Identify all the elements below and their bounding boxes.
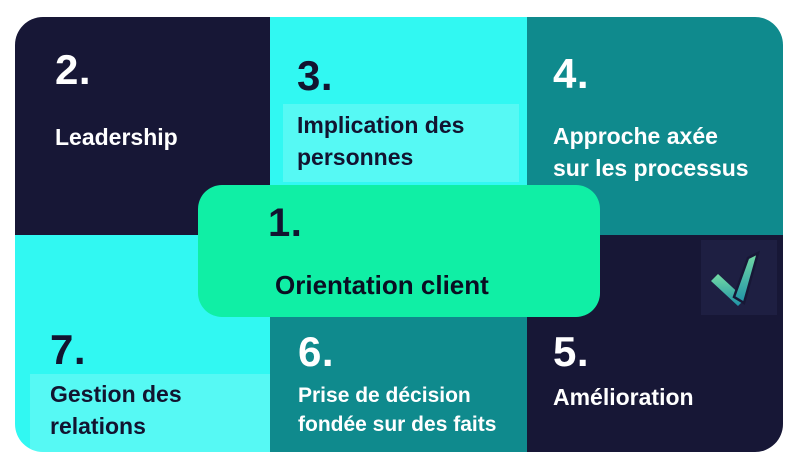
principle-number-6: 6. [298, 328, 335, 375]
principle-number-5: 5. [553, 328, 590, 375]
check-logo-icon [711, 250, 760, 306]
label-highlight-band: Implication des personnes [283, 104, 519, 183]
principle-label-approche: Approche axée sur les processus [553, 123, 749, 182]
check-long-arm [732, 250, 760, 305]
check-logo-panel [701, 240, 777, 315]
principle-label-gestion: Gestion des relations [50, 381, 182, 440]
principle-number-1: 1. [268, 201, 303, 245]
principle-label-orientation-client: Orientation client [275, 270, 489, 300]
card-orientation-client: 1. Orientation client [198, 185, 600, 317]
principle-number-2: 2. [55, 46, 92, 93]
principle-number-3: 3. [297, 52, 334, 99]
cell-approche-processus: 4. Approche axée sur les processus [527, 17, 783, 235]
principle-label-leadership: Leadership [55, 124, 178, 150]
cell-leadership: 2. Leadership [15, 17, 270, 235]
principle-label-prise-decision: Prise de décision fondée sur des faits [298, 384, 497, 437]
cell-gestion-relations: 7. Gestion des relations [15, 235, 270, 452]
principle-number-7: 7. [50, 326, 87, 373]
principles-board: 2. Leadership 3. Implication des personn… [15, 17, 783, 452]
principle-number-4: 4. [553, 50, 590, 97]
principle-label-implication: Implication des personnes [297, 112, 465, 171]
label-highlight-band: Gestion des relations [30, 374, 270, 452]
principle-label-amelioration: Amélioration [553, 384, 694, 410]
